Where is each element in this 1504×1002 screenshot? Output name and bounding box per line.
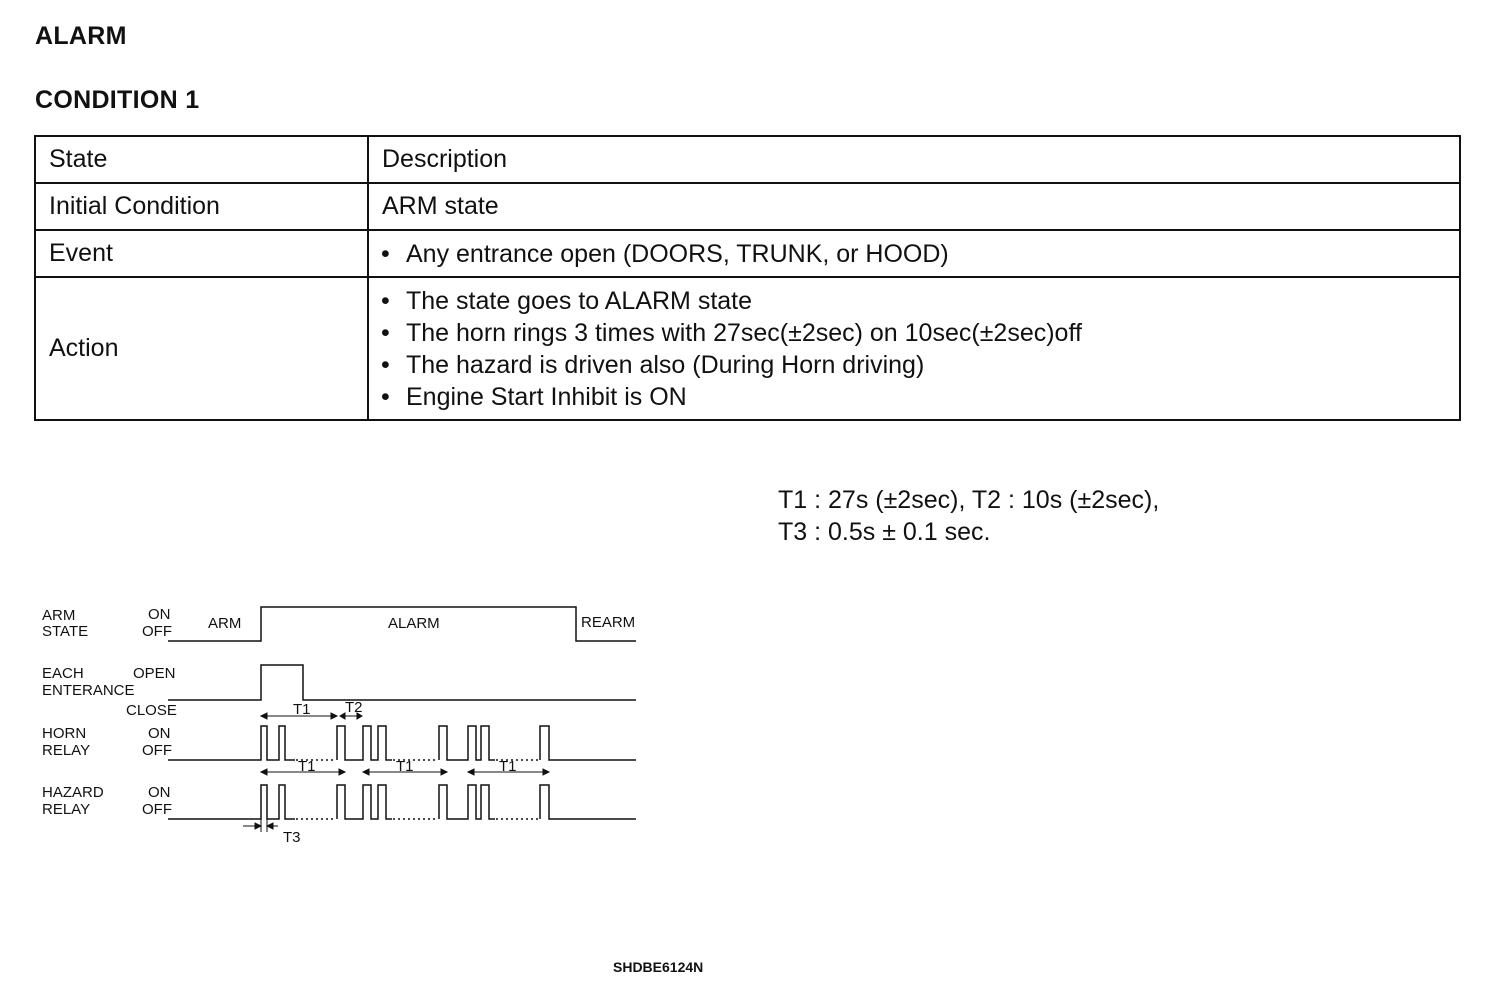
section-title: CONDITION 1 <box>35 86 200 114</box>
phase-arm-label: ARM <box>208 615 241 632</box>
level-label: OFF <box>142 623 172 640</box>
table-row: Action The state goes to ALARM state The… <box>34 276 1461 421</box>
entrance-waveform <box>168 664 636 701</box>
level-label: ON <box>148 784 171 801</box>
t2-marker <box>339 712 363 720</box>
entrance-label: ENTERANCE <box>42 682 135 699</box>
row-description: The state goes to ALARM state The horn r… <box>367 276 1461 421</box>
timing-note-line: T1 : 27s (±2sec), T2 : 10s (±2sec), <box>778 486 1160 514</box>
hazard-relay-label: RELAY <box>42 801 90 818</box>
bullet-item: The horn rings 3 times with 27sec(±2sec)… <box>381 317 1446 349</box>
hazard-relay-label: HAZARD <box>42 784 104 801</box>
row-state: Event <box>34 229 369 278</box>
row-state: Action <box>34 276 369 421</box>
header-state: State <box>34 135 369 184</box>
row-description: ARM state <box>367 182 1461 231</box>
phase-alarm-label: ALARM <box>388 615 440 632</box>
t1-label: T1 <box>293 701 311 718</box>
t1-label: T1 <box>499 758 517 775</box>
t2-label: T2 <box>345 699 363 716</box>
t1-label: T1 <box>396 758 414 775</box>
condition-table: State Description Initial Condition ARM … <box>34 135 1461 421</box>
horn-relay-label: HORN <box>42 725 86 742</box>
t3-marker <box>243 818 278 832</box>
level-label: OFF <box>142 801 172 818</box>
level-label: OFF <box>142 742 172 759</box>
arm-state-label: STATE <box>42 623 88 640</box>
timing-note: T1 : 27s (±2sec), T2 : 10s (±2sec), T3 :… <box>778 484 1159 548</box>
table-row: Event Any entrance open (DOORS, TRUNK, o… <box>34 229 1461 278</box>
row-description: Any entrance open (DOORS, TRUNK, or HOOD… <box>367 229 1461 278</box>
hazard-relay-waveform <box>168 784 636 820</box>
level-label: ON <box>148 725 171 742</box>
entrance-label: EACH <box>42 665 84 682</box>
level-label: ON <box>148 606 171 623</box>
t1-label: T1 <box>298 758 316 775</box>
table-row: Initial Condition ARM state <box>34 182 1461 231</box>
level-label: OPEN <box>133 665 176 682</box>
horn-relay-label: RELAY <box>42 742 90 759</box>
row-state: Initial Condition <box>34 182 369 231</box>
table-header-row: State Description <box>34 135 1461 184</box>
page-title: ALARM <box>35 22 127 50</box>
t3-label: T3 <box>283 829 301 846</box>
timing-note-line: T3 : 0.5s ± 0.1 sec. <box>778 518 991 546</box>
bullet-item: The state goes to ALARM state <box>381 285 1446 317</box>
horn-relay-waveform <box>168 725 636 761</box>
arm-state-waveform <box>168 606 636 642</box>
bullet-item: The hazard is driven also (During Horn d… <box>381 349 1446 381</box>
level-label: CLOSE <box>126 702 177 719</box>
arm-state-label: ARM <box>42 607 75 624</box>
phase-rearm-label: REARM <box>581 614 635 631</box>
header-description: Description <box>367 135 1461 184</box>
figure-code: SHDBE6124N <box>613 959 704 975</box>
bullet-item: Any entrance open (DOORS, TRUNK, or HOOD… <box>381 238 1446 270</box>
t1-marker <box>259 712 551 776</box>
bullet-item: Engine Start Inhibit is ON <box>381 381 1446 413</box>
